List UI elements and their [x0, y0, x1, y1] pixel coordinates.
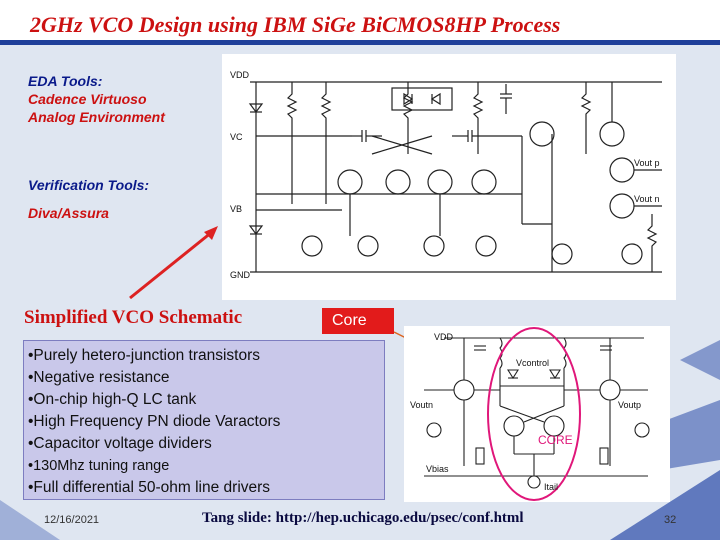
bullet-item: •Purely hetero-junction transistors [28, 347, 261, 364]
bullet-item: •Capacitor voltage dividers [28, 435, 212, 452]
bullet-item: •High Frequency PN diode Varactors [28, 413, 281, 430]
label-vb: VB [230, 204, 242, 214]
label-vdd: VDD [230, 70, 250, 80]
feature-list: •Purely hetero-junction transistors •Neg… [23, 340, 385, 500]
slide-title: 2GHz VCO Design using IBM SiGe BiCMOS8HP… [30, 12, 561, 37]
label-vc: VC [230, 132, 243, 142]
bullet-item: •130Mhz tuning range [28, 458, 170, 474]
footer-source: Tang slide: http://hep.uchicago.edu/psec… [202, 510, 524, 526]
simplified-schematic-drawing: VDD Vcontrol Voutn Voutp CORE Vbias Itai… [410, 327, 650, 501]
label-vdd: VDD [434, 332, 454, 342]
bullet-item: •Negative resistance [28, 369, 170, 386]
core-callout: Core [322, 308, 394, 334]
label-itail: Itail [544, 482, 558, 492]
label-vout-n: Vout n [634, 194, 660, 204]
simplified-vco-schematic: VDD Vcontrol Voutn Voutp CORE Vbias Itai… [404, 326, 670, 502]
verification-heading: Verification Tools: [28, 177, 150, 193]
page-number: 32 [664, 514, 677, 526]
label-vcontrol: Vcontrol [516, 358, 549, 368]
bullet-item: •Full differential 50-ohm line drivers [28, 479, 271, 496]
label-gnd: GND [230, 270, 251, 280]
bullet-item: •On-chip high-Q LC tank [28, 391, 197, 408]
label-vout-p: Vout p [634, 158, 660, 168]
label-voutp: Voutp [618, 400, 641, 410]
verification-item: Diva/Assura [28, 205, 109, 221]
full-schematic-drawing: VDD VC VB GND Vout p Vout n [230, 70, 662, 280]
label-voutn: Voutn [410, 400, 433, 410]
label-vbias: Vbias [426, 464, 449, 474]
eda-item: Cadence Virtuoso [28, 91, 147, 107]
label-core: CORE [538, 433, 573, 447]
schematic-caption: Simplified VCO Schematic [24, 307, 243, 328]
eda-tools-block: EDA Tools: Cadence Virtuoso Analog Envir… [28, 72, 165, 126]
core-highlight-circle [487, 327, 581, 501]
footer-date: 12/16/2021 [44, 514, 100, 526]
full-vco-schematic: VDD VC VB GND Vout p Vout n [222, 54, 676, 300]
eda-item: Analog Environment [28, 109, 165, 125]
eda-heading: EDA Tools: [28, 73, 103, 89]
verification-block: Verification Tools: Diva/Assura [28, 176, 149, 222]
